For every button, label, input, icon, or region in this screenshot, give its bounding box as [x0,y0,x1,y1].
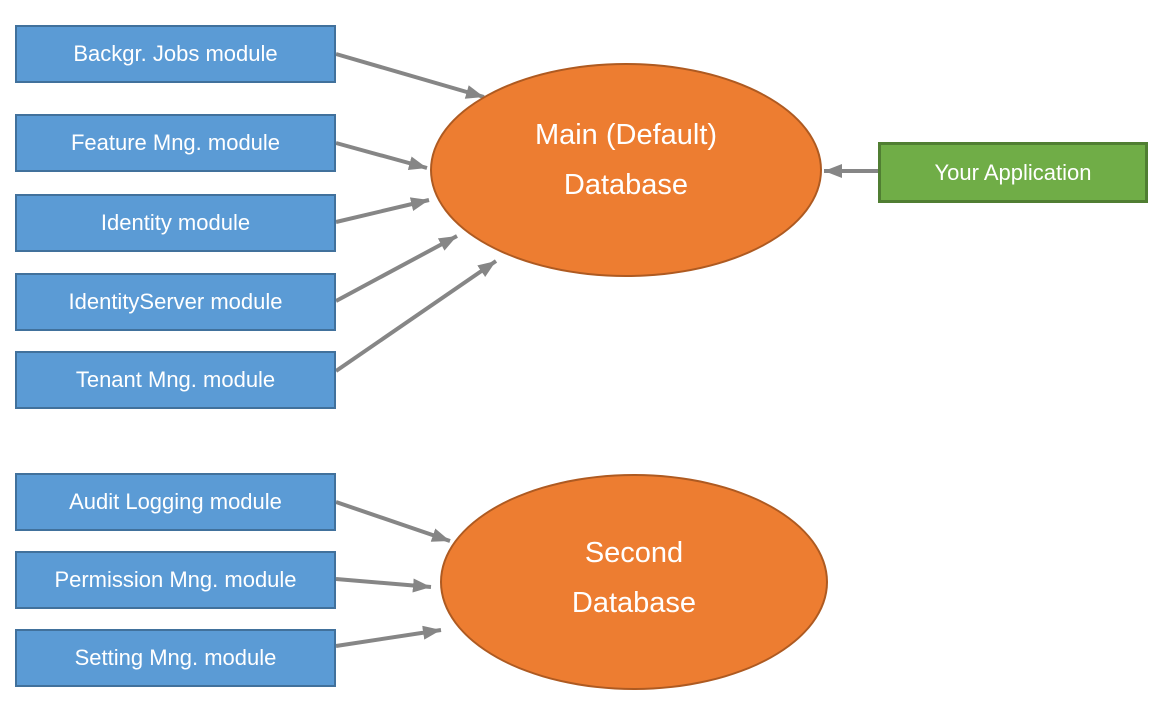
arrow-permission-mng-module-to-second-database [335,577,432,593]
node-label: Tenant Mng. module [75,367,276,392]
arrow-identityserver-module-to-main-database [335,234,458,303]
arrow-tenant-mng-module-to-main-database [334,259,498,373]
node-label: Identity module [100,210,251,235]
main-database-label-line1: Main (Default) [534,119,718,151]
node-setting-mng-module: Setting Mng. module [15,629,336,687]
arrow-backgr-jobs-module-to-main-database [335,52,485,99]
node-identity-module: Identity module [15,194,336,252]
arrow-audit-logging-module-to-second-database [335,500,451,543]
arrow-setting-mng-module-to-second-database [335,625,442,648]
arrow-identity-module-to-main-database [335,197,430,224]
node-tenant-mng-module: Tenant Mng. module [15,351,336,409]
node-second-database: Second Database [440,474,828,690]
node-label: Backgr. Jobs module [73,41,278,66]
node-permission-mng-module: Permission Mng. module [15,551,336,609]
second-database-label-line2: Database [571,587,697,619]
node-label: Your Application [934,159,1092,185]
node-feature-mng-module: Feature Mng. module [15,114,336,172]
node-your-application: Your Application [878,142,1148,203]
node-label: Permission Mng. module [54,567,297,592]
node-label: Audit Logging module [69,489,282,514]
second-database-label-line1: Second [584,537,684,569]
arrow-feature-mng-module-to-main-database [335,141,428,170]
node-backgr-jobs-module: Backgr. Jobs module [15,25,336,83]
node-label: Setting Mng. module [74,645,277,670]
node-audit-logging-module: Audit Logging module [15,473,336,531]
main-database-label: Main (Default) Database [535,110,717,210]
node-identityserver-module: IdentityServer module [15,273,336,331]
second-database-label: Second Database [572,528,696,628]
node-label: Feature Mng. module [70,130,281,155]
node-main-database: Main (Default) Database [430,63,822,277]
node-label: IdentityServer module [68,289,283,314]
main-database-label-line2: Database [563,169,689,201]
